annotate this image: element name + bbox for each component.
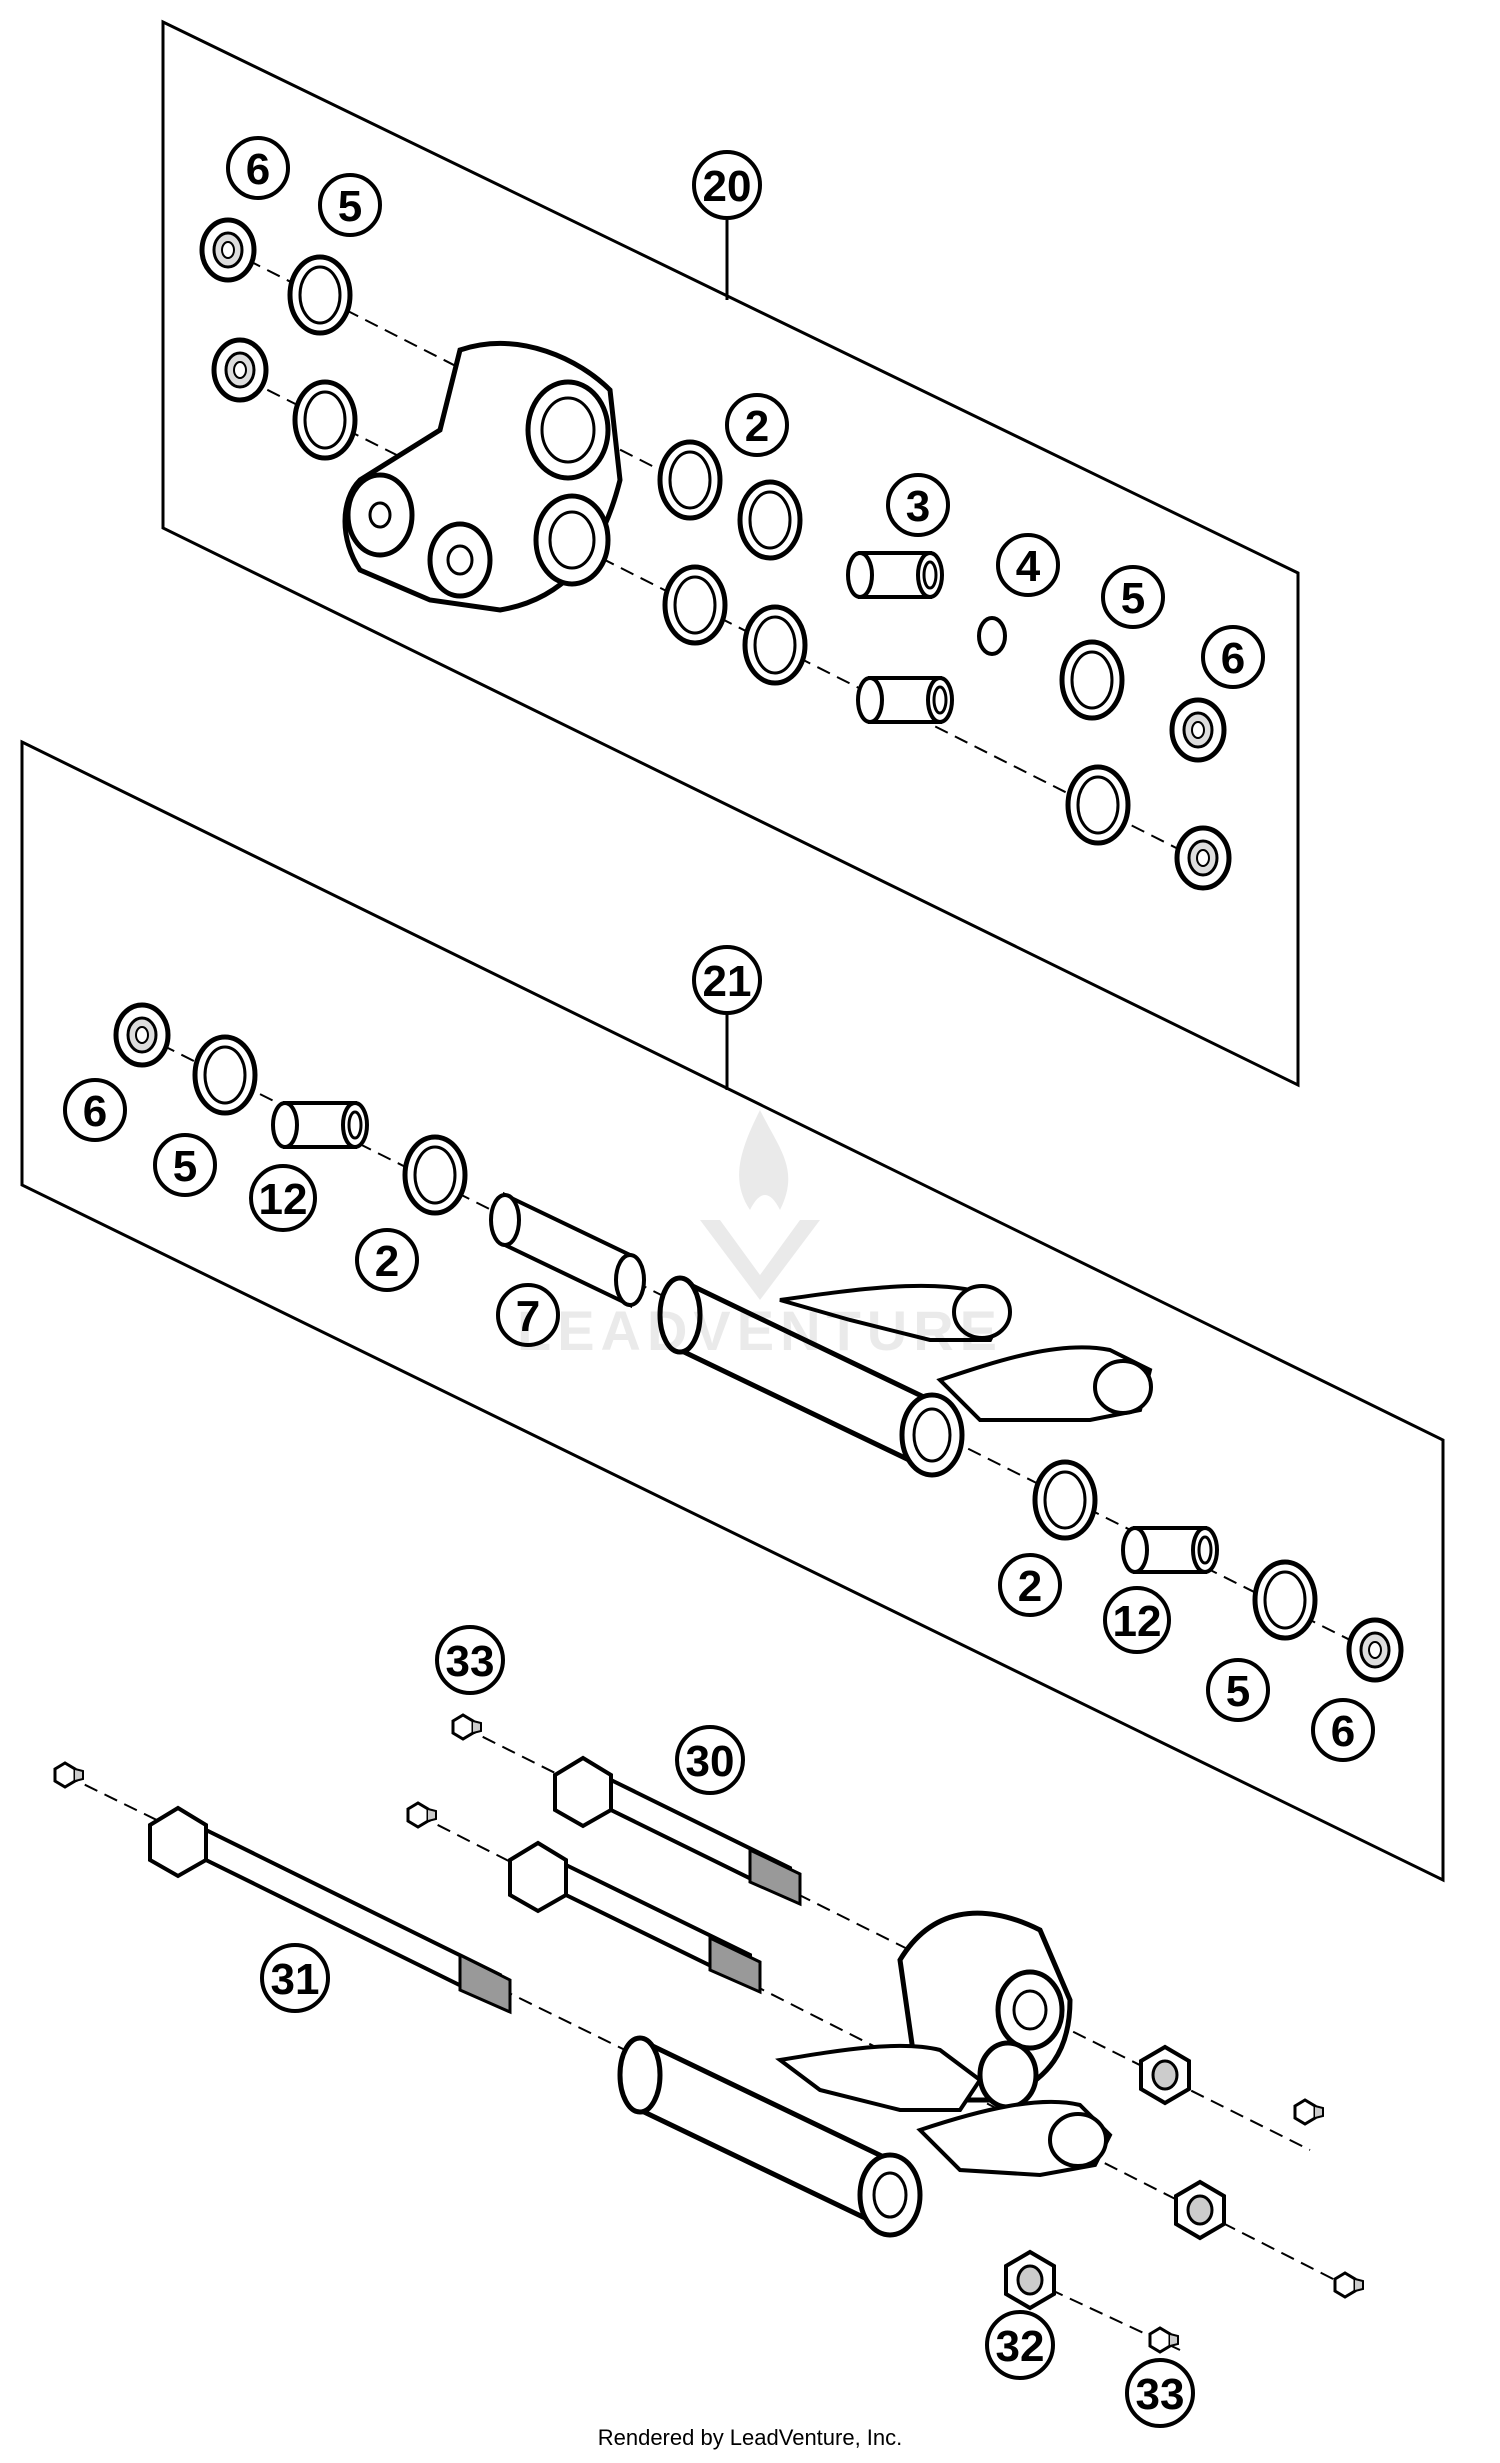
- seal-5-21-left: [195, 1037, 255, 1113]
- svg-text:5: 5: [1226, 1667, 1250, 1716]
- svg-text:20: 20: [703, 162, 752, 211]
- svg-text:2: 2: [1018, 1562, 1042, 1611]
- bushing-2-21-left: [405, 1137, 465, 1213]
- svg-text:30: 30: [686, 1737, 735, 1786]
- sleeve-3-upper: [846, 551, 944, 599]
- bearing-6-right-lower: [1177, 828, 1229, 888]
- bearing-6-right-upper: [1172, 700, 1224, 760]
- seal-5-right-upper: [1062, 642, 1122, 718]
- plug-33-right-lower: [1333, 2271, 1365, 2299]
- assembled-linkage: [617, 1910, 1113, 2238]
- sleeve-12-right: [1121, 1526, 1219, 1574]
- svg-text:5: 5: [1121, 574, 1145, 623]
- callout-5: 5: [318, 173, 382, 237]
- callout-2: 2: [998, 1553, 1062, 1617]
- svg-text:6: 6: [83, 1087, 107, 1136]
- svg-text:5: 5: [173, 1142, 197, 1191]
- svg-text:2: 2: [745, 402, 769, 451]
- callout-31: 31: [260, 1943, 330, 2013]
- bearing-6-lower: [214, 340, 266, 400]
- watermark-logo: LEADVENTURE: [517, 1110, 1003, 1360]
- callout-2: 2: [725, 393, 789, 457]
- bolt-30: [553, 1755, 802, 1907]
- callout-2: 2: [355, 1228, 419, 1292]
- callout-6: 6: [1311, 1698, 1375, 1762]
- svg-text:33: 33: [1136, 2370, 1185, 2419]
- bearing-6-21-right: [1349, 1620, 1401, 1680]
- callout-30: 30: [675, 1725, 745, 1795]
- bushing-2-d: [745, 607, 805, 683]
- svg-text:32: 32: [996, 2322, 1045, 2371]
- plug-33-left: [53, 1761, 85, 1789]
- callout-12: 12: [1103, 1586, 1171, 1654]
- callout-5: 5: [153, 1133, 217, 1197]
- bearing-6-upper: [202, 220, 254, 280]
- sleeve-12-left: [271, 1101, 369, 1149]
- svg-text:6: 6: [246, 145, 270, 194]
- sleeve-7: [489, 1191, 646, 1309]
- seal-5-lower: [295, 382, 355, 458]
- callout-5: 5: [1101, 565, 1165, 629]
- plug-33-mid: [406, 1801, 438, 1829]
- svg-text:6: 6: [1221, 634, 1245, 683]
- callout-7: 7: [496, 1283, 560, 1347]
- callout-32: 32: [985, 2310, 1055, 2380]
- svg-text:31: 31: [271, 1955, 320, 2004]
- bushing-2-a: [660, 442, 720, 518]
- plug-33-right-upper: [1293, 2098, 1325, 2126]
- svg-text:5: 5: [338, 182, 362, 231]
- linkage-arm: [657, 1275, 1153, 1478]
- nut-32-lower: [1004, 2250, 1056, 2310]
- bearing-6-21-left: [116, 1005, 168, 1065]
- rocker-link: [342, 341, 623, 613]
- plug-33-bottom: [1148, 2326, 1180, 2354]
- bolt-31: [148, 1805, 512, 2015]
- callout-12: 12: [249, 1164, 317, 1232]
- watermark-text: LEADVENTURE: [517, 1299, 1003, 1360]
- callout-6: 6: [226, 136, 290, 200]
- svg-text:12: 12: [259, 1175, 308, 1224]
- seal-5-upper: [290, 257, 350, 333]
- callout-21: 21: [692, 945, 762, 1015]
- group-20-frame: [161, 19, 1300, 1088]
- svg-text:6: 6: [1331, 1707, 1355, 1756]
- o-ring-4: [977, 616, 1007, 656]
- callout-33: 33: [1125, 2358, 1195, 2428]
- svg-text:21: 21: [703, 957, 752, 1006]
- svg-text:7: 7: [516, 1292, 540, 1341]
- svg-text:3: 3: [906, 482, 930, 531]
- callout-5: 5: [1206, 1658, 1270, 1722]
- callout-6: 6: [63, 1078, 127, 1142]
- bushing-2-c: [665, 567, 725, 643]
- seal-5-21-right: [1255, 1562, 1315, 1638]
- callout-3: 3: [886, 473, 950, 537]
- callout-33: 33: [435, 1625, 505, 1695]
- nut-32-middle: [1174, 2180, 1226, 2240]
- seal-5-right-lower: [1068, 767, 1128, 843]
- nut-32-upper: [1139, 2045, 1191, 2105]
- svg-text:4: 4: [1016, 542, 1041, 591]
- bushing-2-b: [740, 482, 800, 558]
- callout-6: 6: [1201, 625, 1265, 689]
- svg-text:2: 2: [375, 1237, 399, 1286]
- svg-text:12: 12: [1113, 1597, 1162, 1646]
- bushing-2-21-right: [1035, 1462, 1095, 1538]
- render-credit: Rendered by LeadVenture, Inc.: [597, 2425, 903, 2450]
- callout-4: 4: [996, 533, 1060, 597]
- sleeve-3-lower: [856, 676, 954, 724]
- group-21-frame: [20, 739, 1445, 1883]
- plug-33-top: [451, 1713, 483, 1741]
- svg-text:33: 33: [446, 1637, 495, 1686]
- callout-20: 20: [692, 150, 762, 220]
- bolt-middle: [508, 1840, 762, 1995]
